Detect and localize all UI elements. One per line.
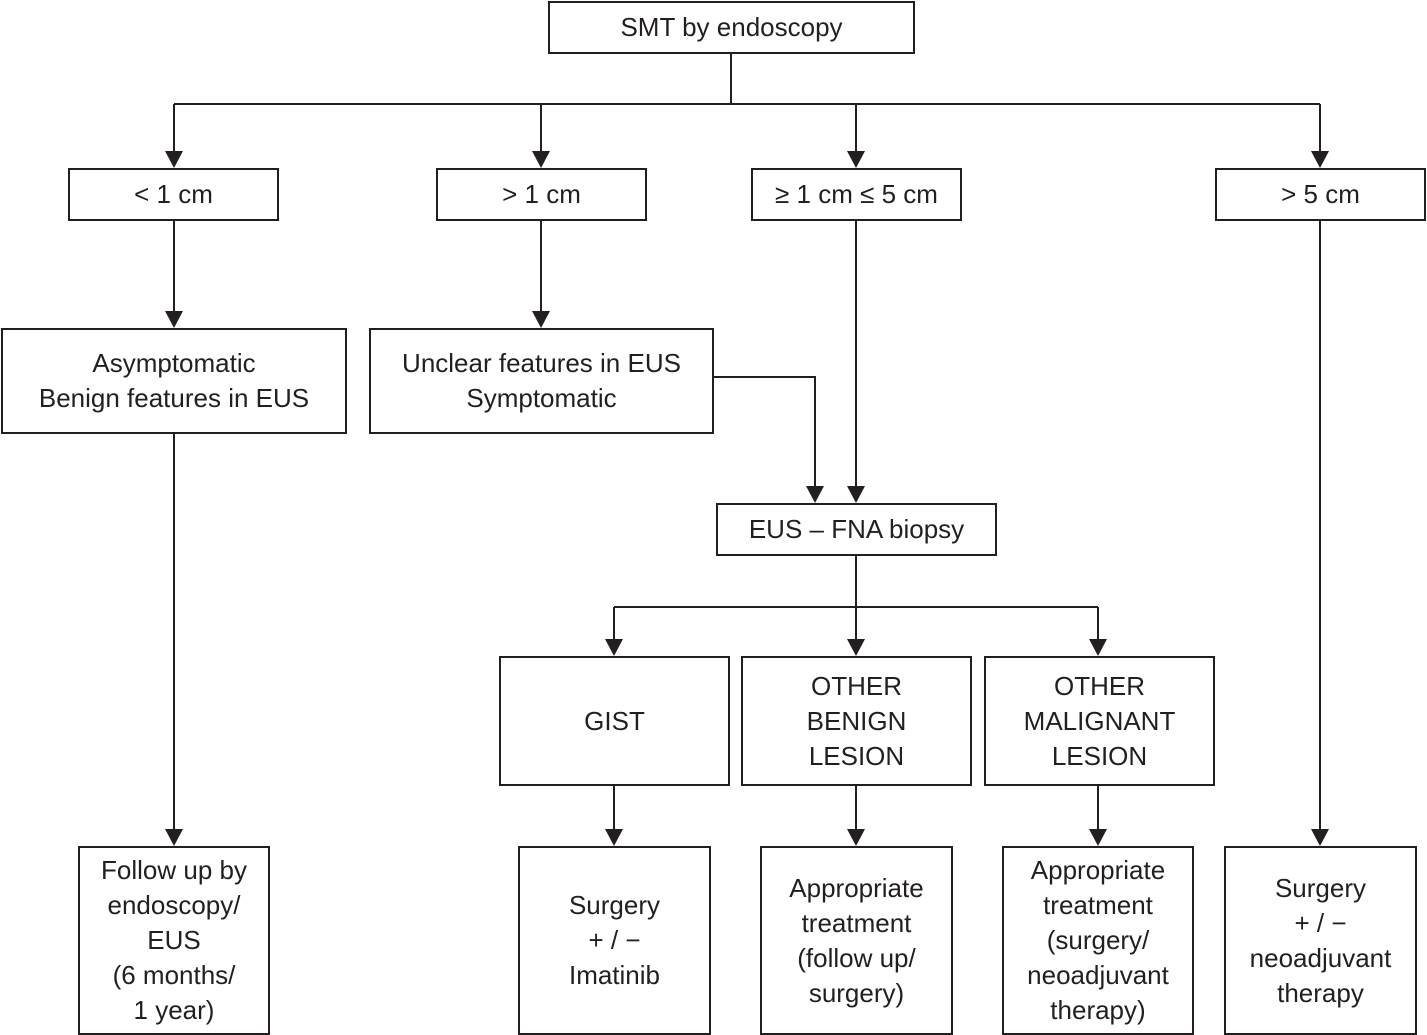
arrow-asym-to-follow-head (165, 829, 183, 846)
arrow-gt5-to-surgery-head (1311, 829, 1329, 846)
arrow-gist-to-surgery-head (605, 829, 623, 846)
node-text-line: OTHER (811, 670, 902, 701)
node-text-line: OTHER (1054, 670, 1145, 701)
node-text-line: ≥ 1 cm ≤ 5 cm (775, 179, 938, 209)
node-text-line: + / − (1294, 907, 1347, 938)
node-text-line: Surgery (1274, 872, 1367, 903)
node-eus-fna-biopsy: EUS – FNA biopsy (716, 503, 997, 556)
node-text-line: Benign features in EUS (38, 383, 310, 413)
node-text-line: EUS – FNA biopsy (748, 514, 965, 544)
node-text-line: 1 year) (133, 995, 215, 1025)
node-text-line: Imatinib (568, 960, 661, 990)
node-appropriate-treatment-followup: Appropriate treatment (follow up/surgery) (760, 846, 953, 1035)
node-text-line: LESION (808, 740, 905, 771)
arrow-lt1-to-asym-head (165, 311, 183, 328)
node-1-to-5cm: ≥ 1 cm ≤ 5 cm (751, 168, 962, 221)
node-less-than-1cm: < 1 cm (68, 168, 279, 221)
node-text-line: GIST (584, 705, 645, 736)
node-text-line: Surgery (568, 890, 661, 920)
node-text-line: Unclear features in EUS (402, 348, 681, 378)
arrow-to-benign-head (847, 639, 865, 656)
node-text-line: SMT by endoscopy (620, 12, 843, 42)
node-text-line: > 1 cm (502, 179, 581, 209)
node-text-line: LESION (1051, 740, 1148, 771)
node-text-line: BENIGN (806, 705, 907, 736)
node-smt-by-endoscopy: SMT by endoscopy (548, 1, 915, 54)
node-text-line: Follow up by (101, 855, 247, 885)
arrow-to-gist-head (605, 639, 623, 656)
node-appropriate-treatment-surgery: Appropriate treatment (surgery/neoadjuvant… (1002, 846, 1194, 1035)
node-text-line: neoadjuvant (1027, 960, 1169, 990)
node-text-line: + / − (588, 925, 641, 955)
node-greater-than-1cm: > 1 cm (436, 168, 647, 221)
arrow-to-gt1-head (532, 151, 550, 168)
arrow-unclear-to-fna-head (806, 486, 824, 503)
node-text-line: Appropriate (1030, 855, 1166, 885)
node-surgery-imatinib: Surgery + / − Imatinib (518, 846, 711, 1035)
node-gist: GIST (499, 656, 730, 786)
node-text-line: neoadjuvant (1249, 942, 1392, 973)
node-unclear-symptomatic: Unclear features in EUS Symptomatic (369, 328, 714, 434)
node-text-line: Symptomatic (466, 383, 617, 413)
node-text-line: endoscopy/ (107, 890, 241, 920)
node-text-line: therapy (1277, 977, 1364, 1008)
node-text-line: Asymptomatic (92, 348, 256, 378)
node-text-line: (surgery/ (1046, 925, 1150, 955)
connector-unclear-to-fna (714, 376, 816, 488)
node-follow-up: Follow up by endoscopy/EUS (6 months/1 yea… (78, 846, 270, 1035)
node-text-line: < 1 cm (134, 179, 213, 209)
arrow-to-lt1-head (165, 151, 183, 168)
node-greater-than-5cm: > 5 cm (1215, 168, 1426, 221)
arrow-malig-to-treatment-head (1089, 829, 1107, 846)
arrow-to-between-head (847, 151, 865, 168)
node-text-line: therapy) (1050, 995, 1146, 1025)
node-text-line: EUS (147, 925, 201, 955)
arrow-between-to-fna-head (847, 486, 865, 503)
node-text-line: (6 months/ (112, 960, 236, 990)
arrow-gt1-to-unclear-head (532, 311, 550, 328)
node-text-line: treatment (1043, 890, 1153, 920)
node-surgery-neoadjuvant: Surgery + / − neoadjuvant therapy (1224, 846, 1417, 1035)
node-text-line: MALIGNANT (1023, 705, 1176, 736)
node-text-line: Appropriate (789, 872, 924, 903)
node-other-malignant-lesion: OTHER MALIGNANT LESION (984, 656, 1215, 786)
node-text-line: > 5 cm (1281, 179, 1360, 209)
node-other-benign-lesion: OTHER BENIGN LESION (741, 656, 972, 786)
arrow-to-gt5-head (1311, 151, 1329, 168)
node-text-line: surgery) (808, 977, 905, 1008)
node-text-line: (follow up/ (797, 942, 916, 973)
arrow-benign-to-treatment-head (847, 829, 865, 846)
node-text-line: treatment (801, 907, 912, 938)
arrow-to-malig-head (1089, 639, 1107, 656)
